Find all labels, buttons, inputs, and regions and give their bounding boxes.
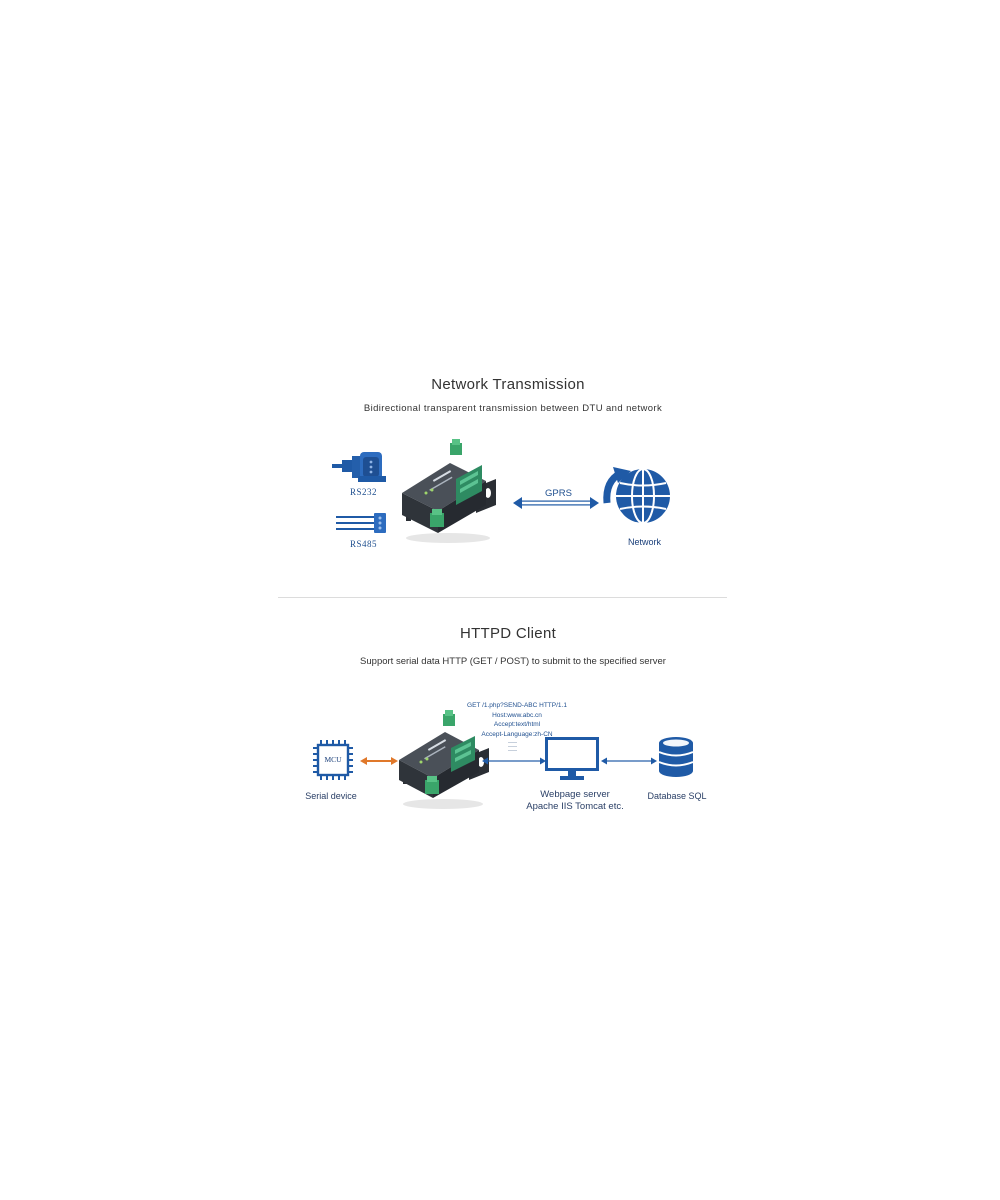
device-server-arrow (482, 757, 546, 765)
gprs-link-arrow (513, 497, 599, 509)
rs232-label: RS232 (350, 487, 378, 497)
http-request-line: Accept:text/html (493, 721, 541, 728)
section-subtitle-httpd-client: Support serial data HTTP (GET / POST) to… (360, 656, 666, 667)
serial-device-label: Serial device (305, 791, 357, 801)
section-title-network-transmission: Network Transmission (431, 376, 585, 393)
monitor-icon (545, 737, 599, 780)
serial-link-arrow (360, 757, 398, 765)
http-request-line: Host:www.abc.cn (492, 711, 542, 719)
server-database-arrow (601, 757, 657, 765)
section-divider (278, 597, 727, 598)
webpage-server-sublabel: Apache IIS Tomcat etc. (526, 801, 624, 812)
section-subtitle-network-transmission: Bidirectional transparent transmission b… (363, 403, 663, 414)
http-request-line: Accept-Language:zh-CN (481, 730, 553, 738)
dtu-device-icon (402, 439, 496, 543)
http-request-text: GET /1.php?SEND-ABC HTTP/1.1 Host:www.ab… (462, 701, 572, 739)
mcu-chip-label: MCU (324, 755, 342, 764)
database-icon (658, 737, 694, 777)
http-request-line: GET /1.php?SEND-ABC HTTP/1.1 (467, 702, 567, 709)
webpage-server-label: Webpage server (540, 789, 610, 800)
network-label: Network (628, 537, 662, 547)
dtu-device-icon (399, 710, 489, 809)
chip-icon (313, 740, 353, 780)
gprs-label: GPRS (545, 488, 572, 499)
globe-arrow-icon (603, 467, 670, 524)
section-title-httpd-client: HTTPD Client (459, 625, 557, 642)
db9-connector-icon (332, 452, 386, 482)
terminal-wires-icon (336, 513, 386, 533)
rs485-label: RS485 (350, 539, 378, 549)
request-dash-marks (508, 742, 517, 751)
database-label: Database SQL (647, 791, 707, 801)
